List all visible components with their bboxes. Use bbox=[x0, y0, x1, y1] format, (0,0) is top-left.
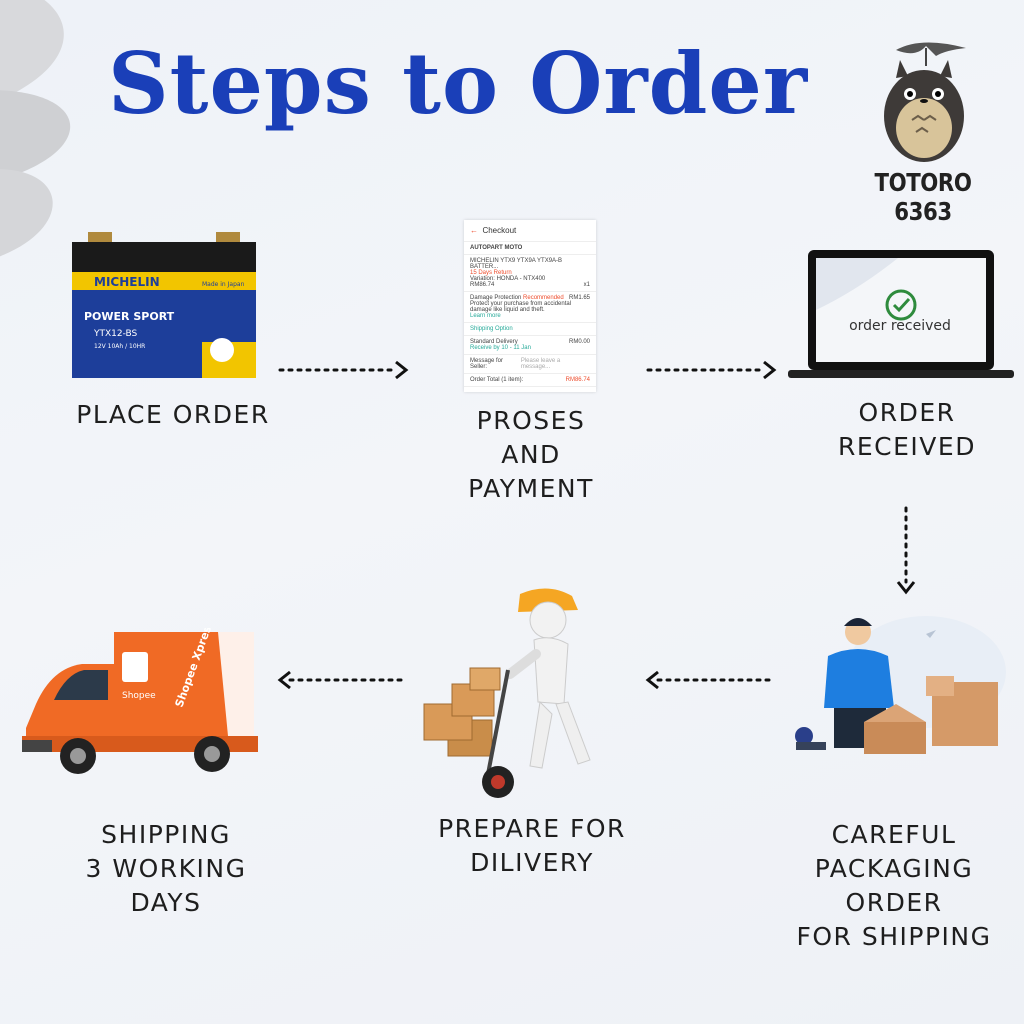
delivery-figure-image bbox=[423, 588, 591, 798]
brand-name: TOTORO 6363 bbox=[874, 168, 972, 226]
battery-model: YTX12-BS bbox=[93, 329, 138, 339]
step-prepare-label: PREPARE FOR DILIVERY bbox=[438, 814, 626, 877]
battery-image: MICHELIN Made in Japan POWER SPORT YTX12… bbox=[72, 232, 256, 378]
delivery-truck-image: Shopee Xpress Shopee bbox=[22, 628, 258, 774]
dotted-arrow-left-icon bbox=[277, 670, 406, 690]
checkout-screenshot: ← Checkout AUTOPART MOTO MICHELIN YTX9 Y… bbox=[464, 220, 596, 392]
step-order-received-label: ORDER RECEIVED bbox=[838, 398, 976, 461]
dotted-arrow-right-icon bbox=[646, 360, 777, 380]
packaging-worker-image bbox=[795, 616, 1006, 754]
laptop-image bbox=[788, 250, 1014, 378]
battery-spec: 12V 10Ah / 10HR bbox=[94, 343, 145, 350]
battery-series: POWER SPORT bbox=[84, 310, 175, 323]
dotted-arrow-down-icon bbox=[896, 506, 916, 595]
totoro-mascot bbox=[884, 42, 966, 162]
step-place-order-label: PLACE ORDER bbox=[76, 400, 270, 429]
leaf-decoration bbox=[0, 0, 71, 257]
page-title: Steps to Order bbox=[108, 34, 809, 133]
order-received-status: order received bbox=[849, 318, 951, 334]
dotted-arrow-right-icon bbox=[278, 360, 409, 380]
step-shipping-label: SHIPPING 3 WORKING DAYS bbox=[85, 820, 247, 917]
step-packaging-label: CAREFUL PACKAGING ORDER FOR SHIPPING bbox=[796, 820, 992, 951]
truck-brand-label: Shopee bbox=[122, 691, 156, 701]
battery-badge: Made in Japan bbox=[202, 281, 245, 288]
step-proses-payment-label: PROSES AND PAYMENT bbox=[468, 406, 594, 503]
battery-brand: MICHELIN bbox=[94, 275, 160, 289]
dotted-arrow-left-icon bbox=[645, 670, 774, 690]
